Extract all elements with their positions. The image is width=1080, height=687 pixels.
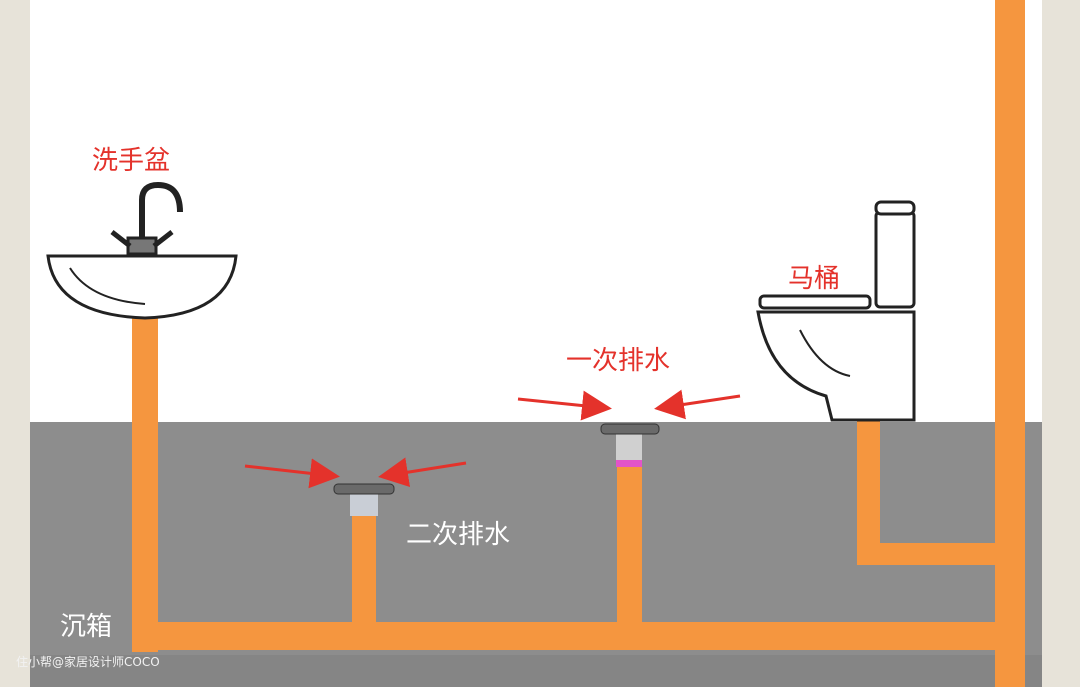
sink-label: 洗手盆: [92, 146, 171, 176]
arrow-icon: [244, 458, 340, 489]
secondary-drain-pipe: [352, 515, 376, 625]
primary-floor-drain-icon: [600, 423, 660, 467]
toilet-label: 马桶: [788, 264, 841, 294]
sink-pipe: [132, 312, 158, 652]
vertical-stack-pipe: [995, 0, 1025, 687]
secondary-drain-label: 二次排水: [406, 520, 511, 550]
toilet-horizontal-pipe: [857, 543, 1007, 565]
pipes: [132, 0, 1025, 687]
secondary-floor-drain-icon: [333, 483, 395, 516]
arrow-icon: [654, 389, 741, 420]
toilet-icon: [756, 200, 916, 422]
watermark: 住小帮@家居设计师COCO: [16, 655, 160, 669]
sink-icon: [46, 181, 238, 320]
main-horizontal-pipe: [132, 622, 1022, 650]
primary-drain-pipe: [617, 465, 642, 625]
arrow-icon: [378, 457, 467, 488]
arrow-icon: [517, 390, 612, 421]
arrows: [244, 389, 741, 489]
primary-drain-label: 一次排水: [566, 346, 671, 376]
toilet-pipe: [857, 420, 880, 565]
sunken-box-label: 沉箱: [60, 612, 113, 642]
slab-bottom: [30, 655, 1042, 687]
